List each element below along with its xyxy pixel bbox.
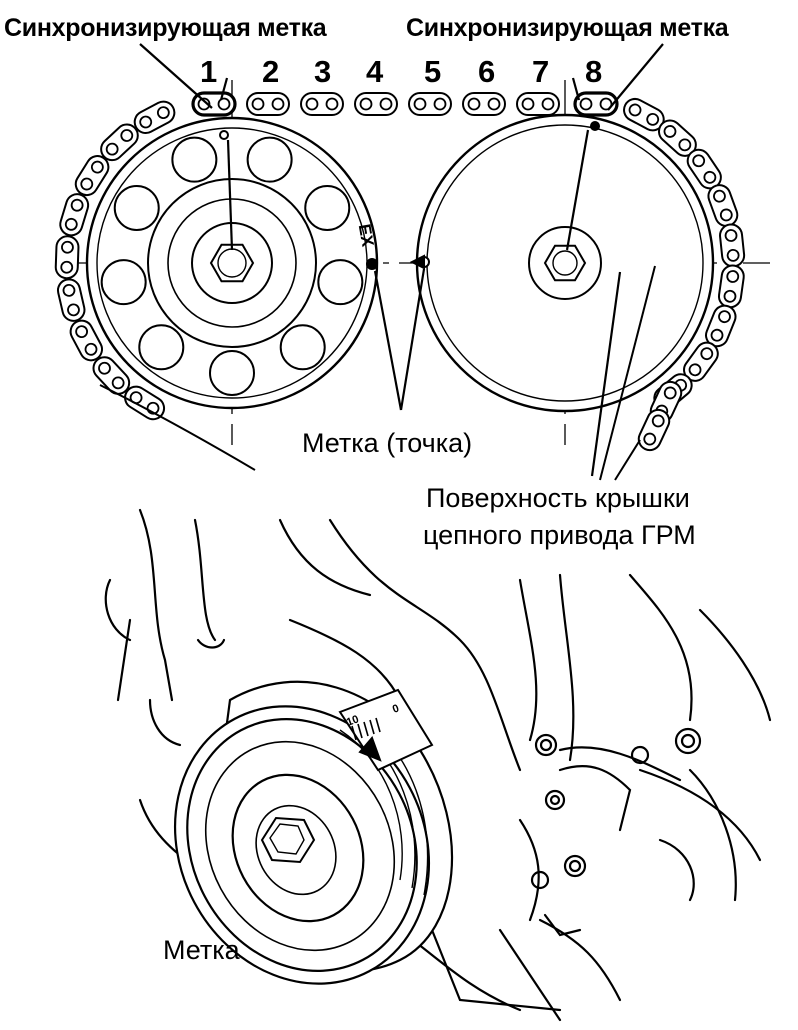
left-sync-leader — [139, 43, 213, 109]
left-sync-dot — [219, 130, 229, 140]
chain-link — [74, 155, 110, 197]
chain-link — [637, 408, 671, 452]
scale-10-label: 10 — [345, 713, 361, 728]
chain-link — [717, 264, 745, 309]
chain-link — [191, 91, 237, 117]
dot-marks — [219, 121, 600, 270]
sync-mark-label-left: Синхронизирующая метка — [4, 14, 327, 42]
scale-0-label: 0 — [391, 702, 401, 715]
chain-link — [54, 235, 80, 280]
dot-mark-label: Метка (точка) — [302, 428, 473, 458]
intake-camshaft-sprocket — [415, 113, 715, 413]
link-number-6: 6 — [478, 54, 496, 89]
cover-surface-label-line1: Поверхность крышки — [426, 483, 690, 513]
timing-scale-plate — [338, 688, 434, 772]
chain-link — [707, 184, 739, 227]
chain-link — [56, 278, 86, 322]
exhaust-dot-mark — [366, 258, 378, 270]
chain-link — [623, 97, 665, 132]
sync-mark-label-right: Синхронизирующая метка — [406, 14, 729, 42]
sprocket-lightening-holes — [100, 136, 364, 396]
link-number-5: 5 — [424, 54, 442, 89]
lightening-hole — [138, 324, 185, 371]
chain-link — [100, 123, 139, 162]
link-number-4: 4 — [366, 54, 384, 89]
lightening-hole — [304, 185, 351, 231]
engine-block-outline — [104, 508, 772, 1022]
intake-mark-arrow — [409, 254, 425, 270]
right-sync-dot — [590, 121, 600, 131]
lightening-hole — [209, 350, 255, 396]
chain-link — [705, 304, 737, 348]
pulley-mark-label: Метка — [163, 935, 240, 965]
link-number-3: 3 — [314, 54, 332, 89]
link-number-7: 7 — [532, 54, 550, 89]
chain-link — [246, 92, 290, 116]
link-number-1: 1 — [200, 54, 218, 89]
dot-leader-right — [399, 268, 426, 411]
chain-link — [408, 92, 452, 116]
timing-cover-surface — [99, 265, 656, 481]
chain-link — [573, 91, 619, 117]
chain-link — [462, 92, 506, 116]
link-number-2: 2 — [262, 54, 280, 89]
lightening-hole — [171, 136, 218, 183]
right-sync-leader — [607, 43, 664, 111]
cover-leader — [590, 271, 622, 477]
chain-link — [354, 92, 398, 116]
chain-link — [133, 100, 176, 135]
ex-mark-label: EX — [355, 223, 378, 249]
lightening-hole — [113, 185, 160, 231]
lightening-hole — [246, 136, 293, 183]
chain-link — [59, 193, 90, 237]
chain-link — [69, 319, 104, 362]
cover-surface-label-line2: цепного привода ГРМ — [423, 520, 696, 550]
chain-link — [516, 92, 560, 116]
lightening-hole — [279, 324, 326, 371]
chain-link — [719, 223, 746, 268]
crankshaft-pulley — [173, 680, 454, 985]
lightening-hole — [317, 259, 364, 306]
lightening-hole — [100, 259, 147, 306]
link-number-8: 8 — [585, 54, 603, 89]
dot-leader-left — [373, 270, 403, 411]
timing-chain — [54, 91, 746, 452]
chain-link — [300, 92, 344, 116]
chain-link — [92, 356, 131, 395]
